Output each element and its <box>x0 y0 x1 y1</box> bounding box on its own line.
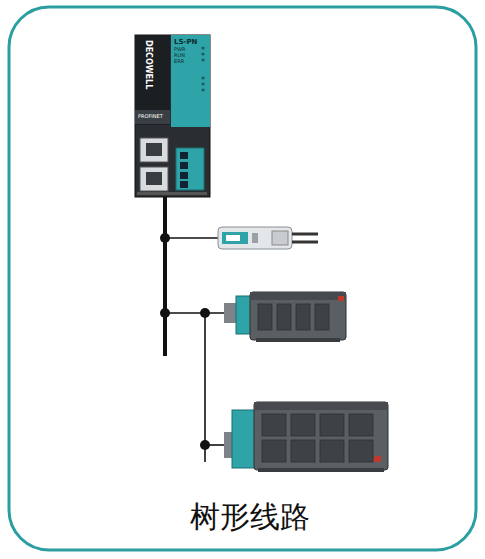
led-label: RUN <box>174 53 185 58</box>
model-name: LS-PN <box>174 39 197 46</box>
profinet-module <box>135 35 210 197</box>
io-module-large <box>224 402 388 472</box>
sensor-device <box>218 227 318 249</box>
brand-name: DECOWELL <box>144 40 152 89</box>
led-label: ERR <box>174 59 184 64</box>
led-label: PWR <box>174 47 185 52</box>
junction-dots <box>160 233 210 450</box>
caption: 树形线路 <box>190 502 310 532</box>
io-module-medium <box>224 292 346 342</box>
protocol-name: PROFINET <box>138 114 163 119</box>
frame <box>9 7 476 550</box>
